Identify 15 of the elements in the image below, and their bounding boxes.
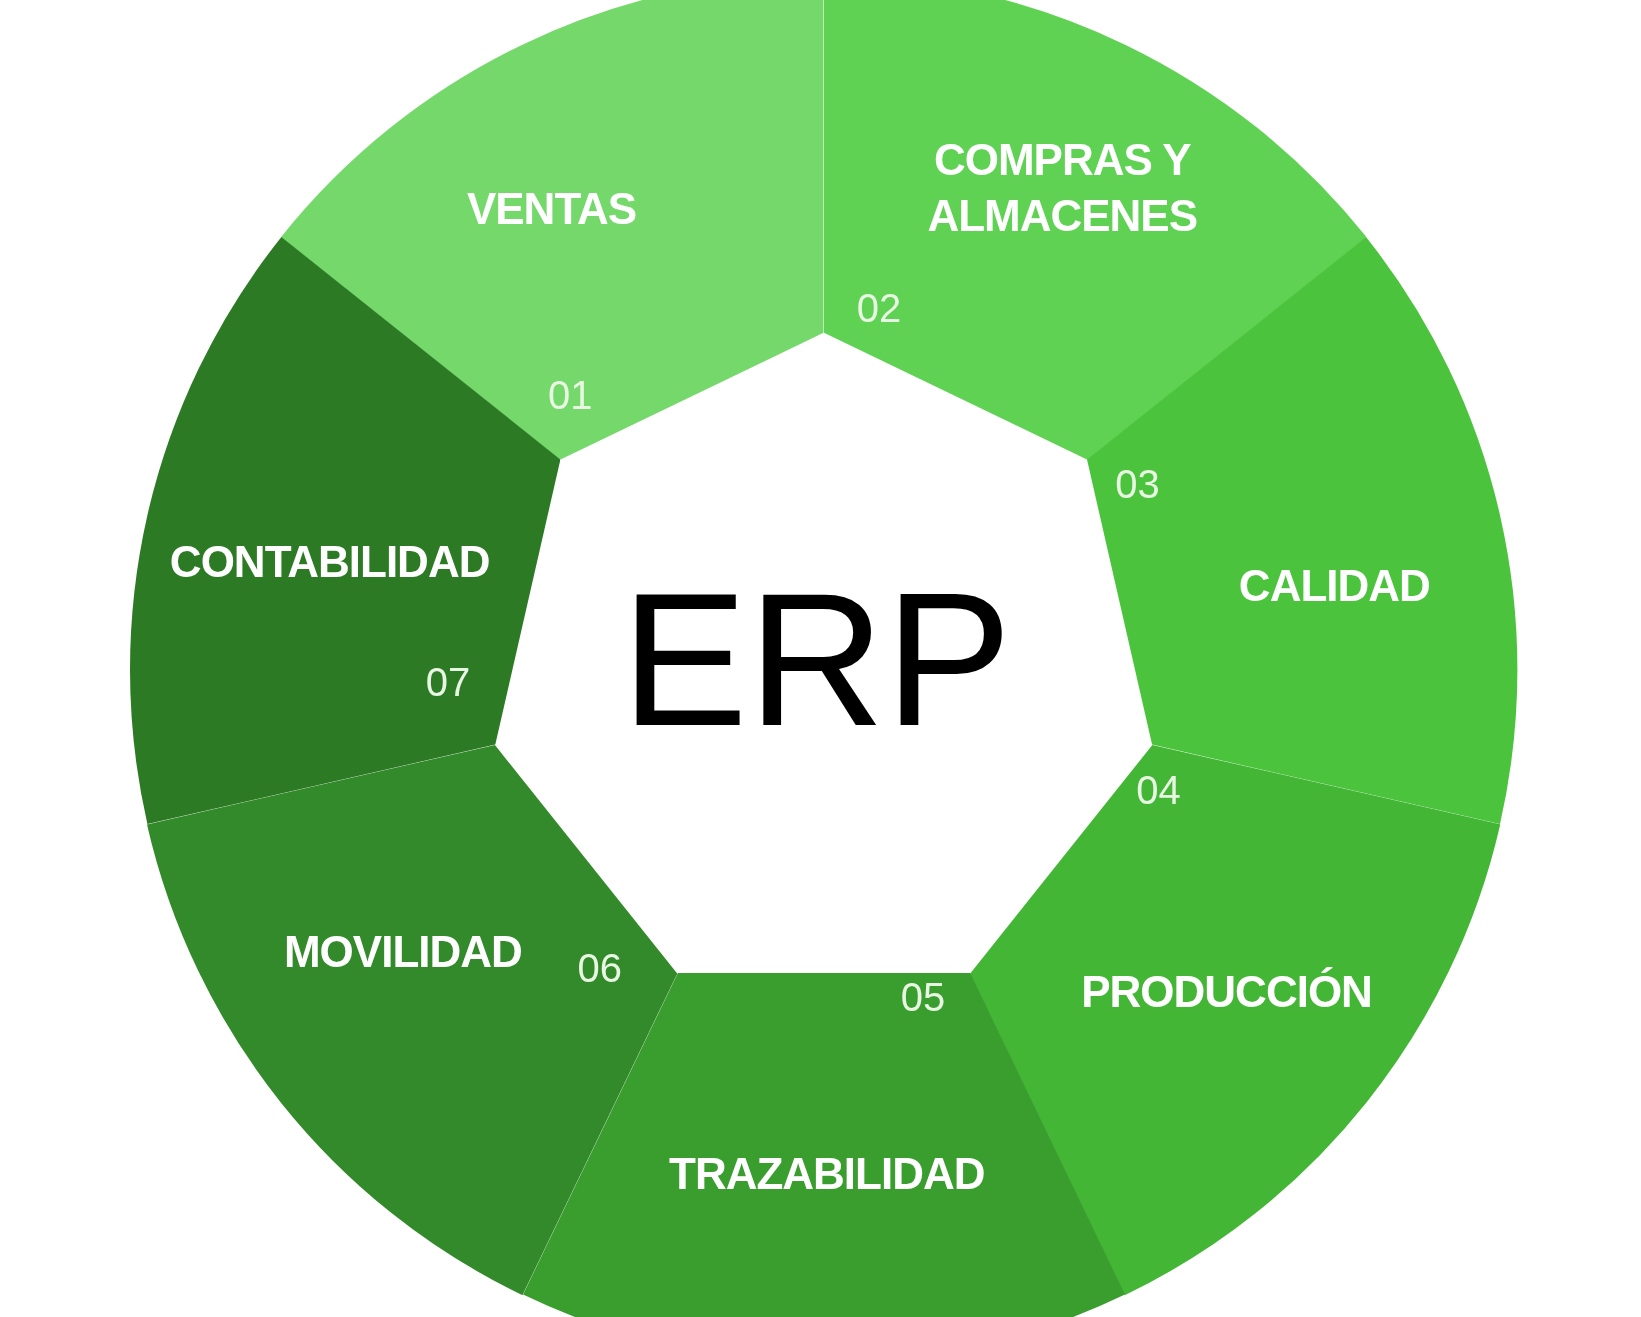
segment-number: 04 xyxy=(1136,767,1181,813)
segment-label: VENTAS xyxy=(466,183,637,236)
segment-number: 02 xyxy=(856,285,902,331)
segment-label: MOVILIDAD xyxy=(283,926,522,979)
segment-label: COMPRAS Y ALMACENES xyxy=(926,134,1199,243)
segment-label: PRODUCCIÓN xyxy=(1081,966,1372,1019)
center-label: ERP xyxy=(620,552,1012,768)
segment-label: CALIDAD xyxy=(1238,560,1430,613)
segment-number: 01 xyxy=(548,372,593,418)
segment-label: TRAZABILIDAD xyxy=(669,1148,985,1201)
segment-number: 07 xyxy=(425,659,471,705)
segment-number: 05 xyxy=(900,974,946,1020)
segment-number: 06 xyxy=(577,945,622,991)
segment-number: 03 xyxy=(1115,461,1160,506)
segment-label: CONTABILIDAD xyxy=(169,536,490,588)
